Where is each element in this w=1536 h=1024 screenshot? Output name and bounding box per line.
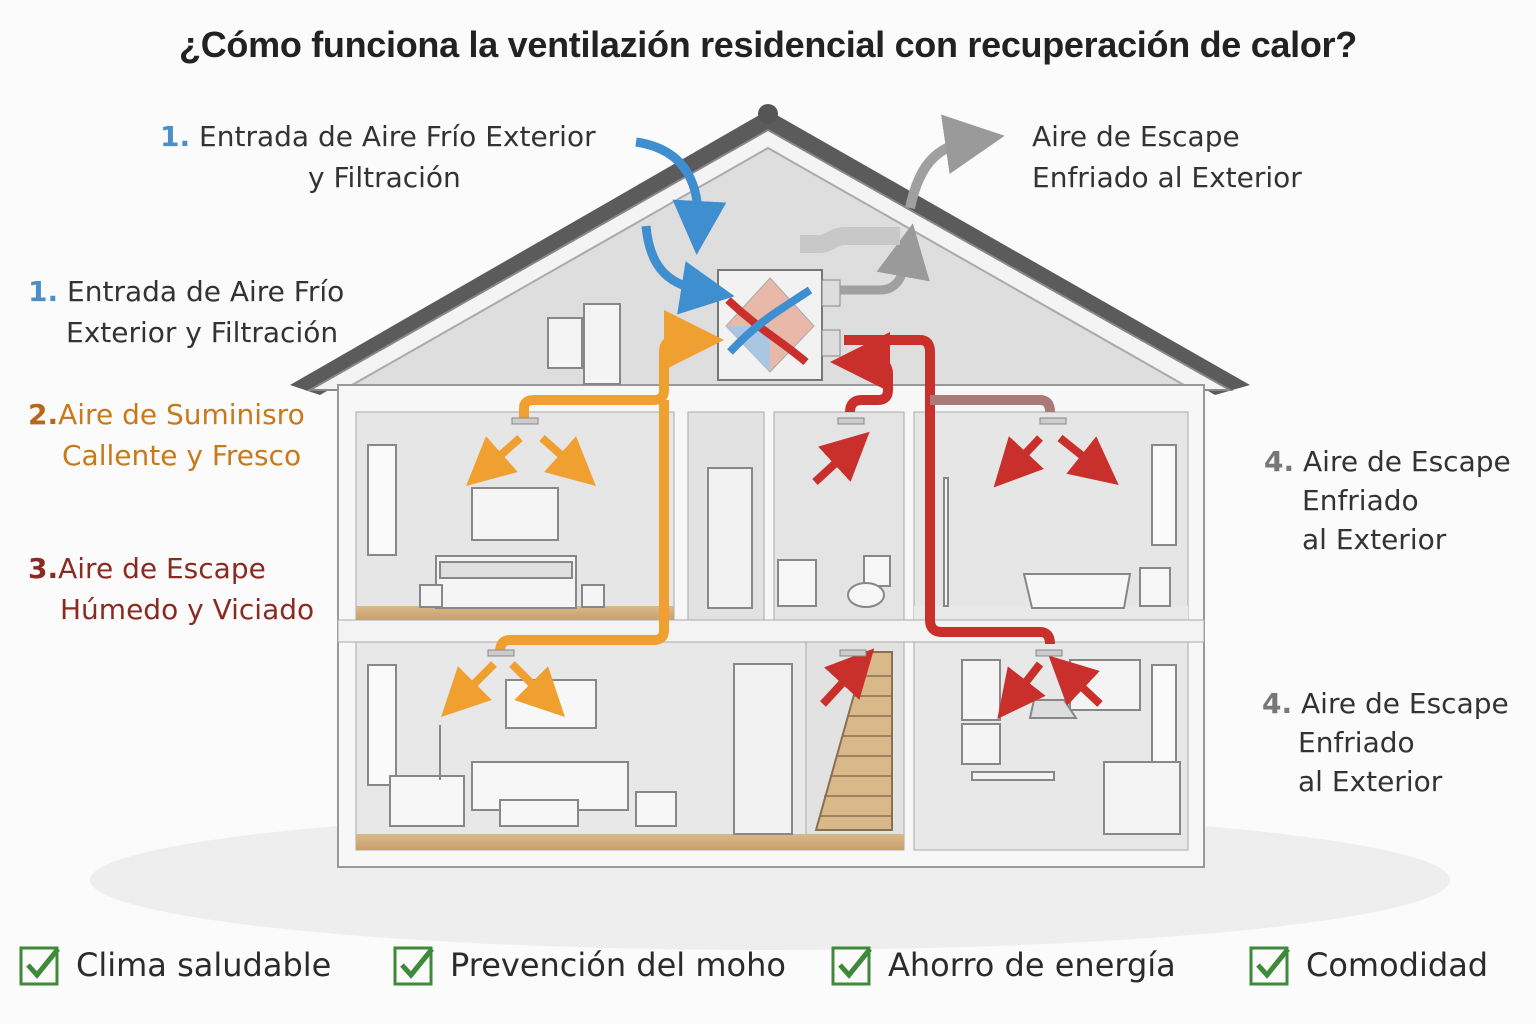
label-number: 1.: [28, 275, 59, 308]
checkbox-checked-icon: [393, 946, 434, 986]
checkbox-checked-icon: [831, 946, 872, 986]
label-line: y Filtración: [308, 161, 461, 194]
label-line: Enfriado al Exterior: [1032, 161, 1302, 194]
label-line: al Exterior: [1298, 765, 1443, 798]
benefit-label: Prevención del moho: [450, 946, 786, 984]
benefit-label: Clima saludable: [76, 946, 332, 984]
benefit-item: Comodidad: [1248, 940, 1488, 990]
label-number: 4.: [1264, 445, 1295, 478]
boiler-equipment: [547, 303, 621, 385]
label-intake-left: 1. Entrada de Aire Frío Exterior y Filtr…: [28, 271, 344, 353]
checkbox-checked-icon: [1249, 946, 1290, 986]
label-line: Exterior y Filtración: [66, 316, 339, 349]
benefit-item: Clima saludable: [18, 940, 331, 990]
label-number: 3.: [28, 552, 59, 585]
benefit-label: Comodidad: [1306, 946, 1489, 984]
label-line: Aire de Escape: [1032, 120, 1240, 153]
label-line: Entrada de Aire Frío: [67, 275, 345, 308]
benefit-item: Ahorro de energía: [830, 940, 1176, 990]
label-supply: 2.Aire de Suminisro Callente y Fresco: [28, 394, 305, 476]
checkbox-checked-icon: [19, 946, 60, 986]
label-line: Entrada de Aire Frío Exterior: [199, 120, 596, 153]
label-number: 2.: [28, 398, 59, 431]
label-number: 1.: [160, 120, 191, 153]
label-exhaust-right-lower: 4. Aire de Escape Enfriado al Exterior: [1262, 684, 1509, 801]
benefit-item: Prevención del moho: [392, 940, 786, 990]
heat-exchanger-icon: [717, 269, 841, 381]
label-line: Aire de Escape: [1303, 445, 1511, 478]
page-title: ¿Cómo funciona la ventilazión residencia…: [179, 24, 1357, 65]
bed: [419, 487, 605, 609]
label-line: Enfriado: [1302, 484, 1419, 517]
label-line: Húmedo y Viciado: [60, 593, 315, 626]
label-line: al Exterior: [1302, 523, 1447, 556]
benefit-label: Ahorro de energía: [888, 946, 1176, 984]
label-line: Enfriado: [1298, 726, 1415, 759]
label-intake-top: 1. Entrada de Aire Frío Exterior y Filtr…: [160, 116, 596, 198]
label-line: Callente y Fresco: [62, 439, 302, 472]
mid-floor-slab: [337, 619, 1205, 643]
label-line: Aire de Escape: [1301, 687, 1509, 720]
label-exhaust-top: Aire de Escape Enfriado al Exterior: [1032, 116, 1302, 198]
label-line: Aire de Suminisro: [58, 398, 305, 431]
label-line: Aire de Escape: [58, 552, 266, 585]
label-extract: 3.Aire de Escape Húmedo y Viciado: [28, 548, 314, 630]
label-exhaust-right-upper: 4. Aire de Escape Enfriado al Exterior: [1264, 442, 1511, 559]
label-number: 4.: [1262, 687, 1293, 720]
